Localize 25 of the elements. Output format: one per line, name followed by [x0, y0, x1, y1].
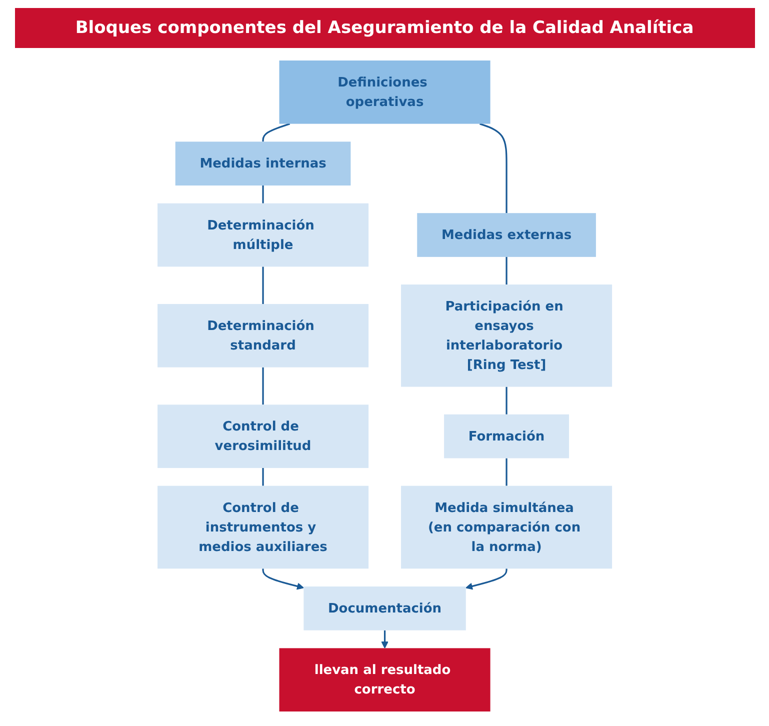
connector: [262, 468, 264, 486]
node-box: Medidas externas: [416, 213, 596, 257]
connector: [505, 256, 508, 285]
node-box: llevan al resultado correcto: [278, 648, 490, 712]
arrow: [262, 568, 304, 590]
connector: [505, 386, 508, 414]
node-box: Medida simultánea (en comparación con la norma): [400, 486, 612, 569]
arrow: [465, 568, 508, 590]
node-box: Definiciones operativas: [278, 60, 490, 124]
arrow: [380, 630, 388, 648]
node-box: Determinación múltiple: [157, 203, 368, 267]
node-box: Documentación: [303, 586, 466, 630]
node-box: Participación en ensayos interlaboratorio [Ring Test]: [400, 284, 612, 387]
node-box: Control de instrumentos y medios auxiliares: [157, 486, 368, 569]
connector: [262, 266, 264, 304]
node-box: Medidas internas: [175, 142, 350, 186]
connector: [262, 367, 264, 405]
connector: [479, 123, 508, 214]
connector: [262, 186, 264, 204]
title-bar: Bloques componentes del Aseguramiento de la Calidad Analítica: [14, 8, 754, 48]
connector: [262, 123, 290, 142]
node-box: Determinación standard: [157, 304, 368, 368]
connector: [505, 458, 508, 486]
node-box: Control de verosimilitud: [157, 404, 368, 468]
node-box: Formación: [444, 414, 569, 458]
